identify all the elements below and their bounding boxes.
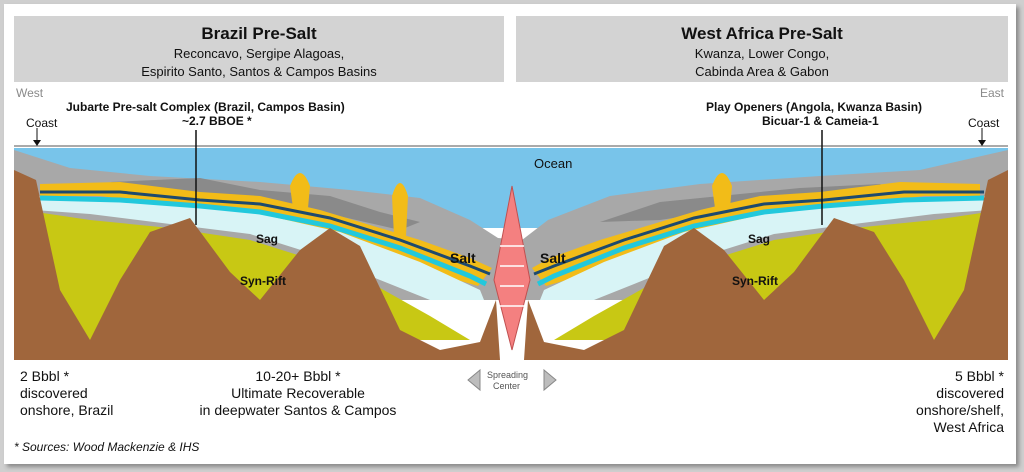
salt-diapir-right: [712, 173, 732, 230]
spreading-center-label-line1: Spreading: [487, 370, 529, 380]
africa-title: West Africa Pre-Salt: [681, 24, 843, 43]
basement-right: [524, 170, 1008, 360]
bottom-center-text: 10-20+ Bbbl * Ultimate Recoverable in de…: [199, 368, 397, 418]
africa-subtitle-line2: Cabinda Area & Gabon: [695, 64, 829, 79]
salt-label-left: Salt: [450, 250, 476, 266]
spreading-center-label-line2: Center: [493, 381, 521, 391]
synrift-label-left: Syn-Rift: [240, 274, 286, 288]
presalt-stripe-left: [39, 195, 488, 287]
bottom-right-text: 5 Bbbl * discovered onshore/shelf, West …: [916, 368, 1004, 435]
salt-diapir-left-2: [392, 183, 408, 236]
base-salt-line-left: [40, 190, 491, 276]
brazil-subtitle-line2: Espirito Santo, Santos & Campos Basins: [141, 64, 377, 79]
play-openers-label-line1: Play Openers (Angola, Kwanza Basin): [706, 100, 923, 114]
coast-arrow-left: [33, 128, 41, 146]
sources-note: * Sources: Wood Mackenzie & IHS: [14, 440, 200, 454]
africa-header: West Africa Pre-Salt Kwanza, Lower Congo…: [516, 16, 1008, 82]
basement-left: [14, 170, 500, 360]
east-label: East: [980, 86, 1005, 100]
spreading-center: [493, 185, 531, 351]
spreading-arrow-right-icon: [543, 368, 557, 392]
brazil-title: Brazil Pre-Salt: [201, 24, 317, 43]
ocean-label: Ocean: [534, 156, 573, 171]
coast-arrow-right: [978, 128, 986, 146]
coast-label-right: Coast: [968, 116, 1000, 130]
brazil-subtitle-line1: Reconcavo, Sergipe Alagoas,: [173, 46, 345, 61]
jubarte-label-line2: ~2.7 BBOE *: [182, 114, 252, 128]
synrift-label-right: Syn-Rift: [732, 274, 778, 288]
sag-label-right: Sag: [748, 232, 771, 246]
play-openers-label-line2: Bicuar-1 & Cameia-1: [762, 114, 879, 128]
presalt-stripe-right: [536, 195, 985, 287]
west-label: West: [16, 86, 44, 100]
base-salt-line-right: [533, 190, 984, 276]
bottom-left-text: 2 Bbbl * discovered onshore, Brazil: [20, 368, 114, 418]
brazil-header: Brazil Pre-Salt Reconcavo, Sergipe Alago…: [14, 16, 504, 82]
spreading-arrow-left-icon: [467, 368, 481, 392]
sag-label-left: Sag: [256, 232, 279, 246]
jubarte-label-line1: Jubarte Pre-salt Complex (Brazil, Campos…: [66, 100, 345, 114]
coast-label-left: Coast: [26, 116, 58, 130]
salt-label-right: Salt: [540, 250, 566, 266]
spreading-arrows: [500, 245, 524, 307]
salt-diapir-left: [290, 173, 310, 230]
africa-subtitle-line1: Kwanza, Lower Congo,: [694, 46, 830, 61]
